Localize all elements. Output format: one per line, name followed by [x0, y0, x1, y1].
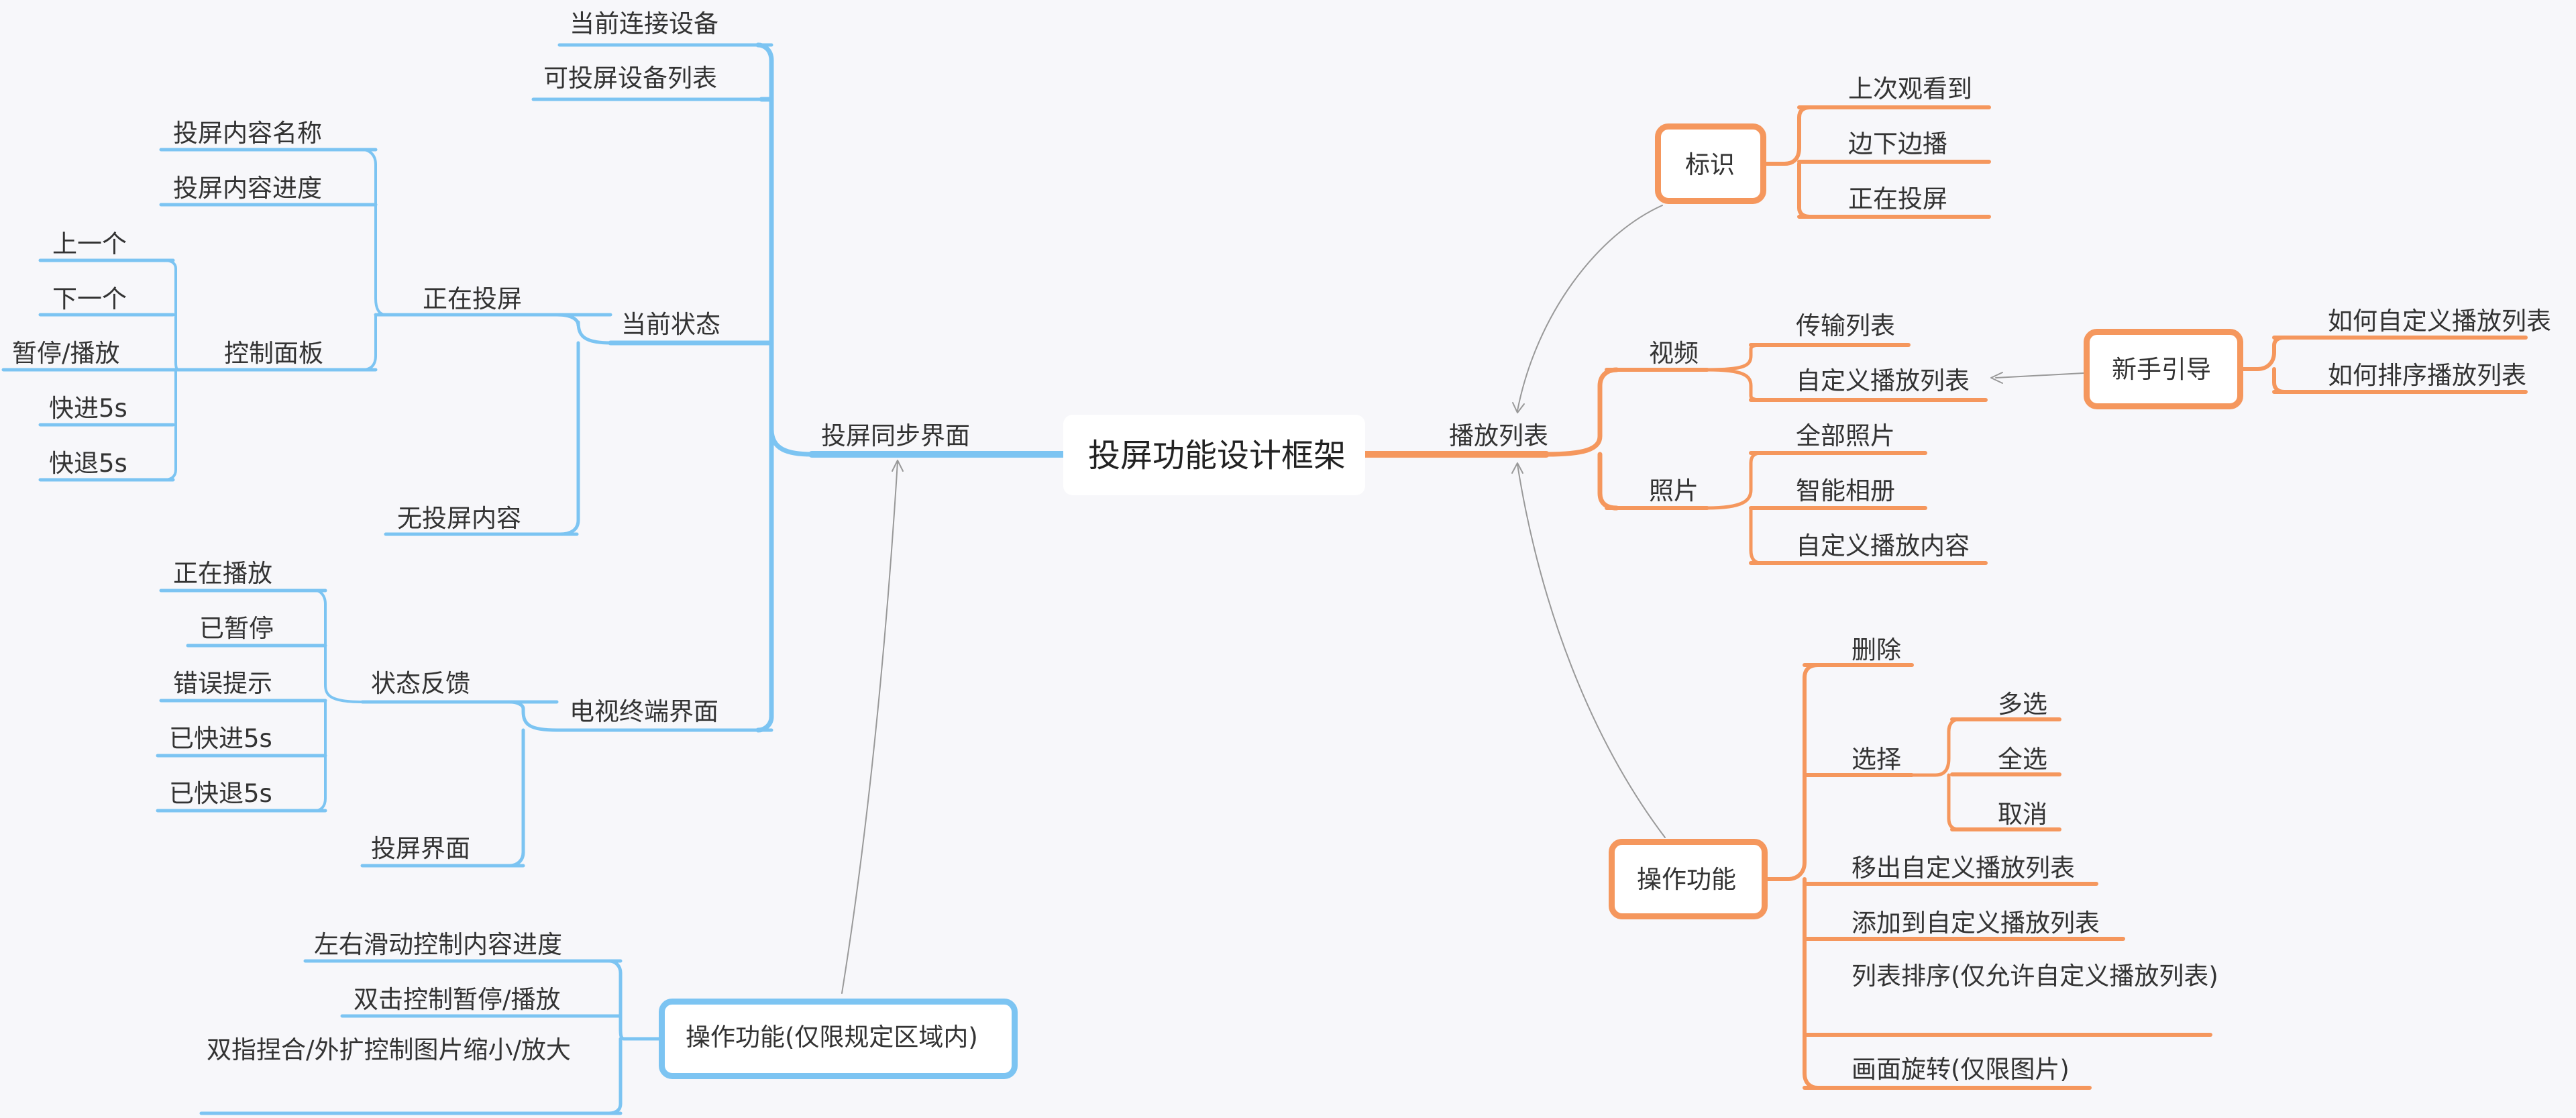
select-all-node[interactable]: 全选	[1998, 745, 2047, 774]
left-trunk-up	[755, 42, 814, 457]
photo-node[interactable]: 照片	[1649, 476, 1699, 505]
mark-br-down	[1797, 162, 1812, 219]
mark-br-up	[1764, 105, 1812, 166]
guide-box[interactable]	[2084, 329, 2243, 409]
pinch-zoom-node[interactable]: 双指捏合/外扩控制图片缩小/放大	[207, 1035, 571, 1064]
current-status-node[interactable]: 当前状态	[621, 310, 720, 339]
right-ops-label: 操作功能	[1637, 865, 1736, 894]
cast-content-progress-node[interactable]: 投屏内容进度	[173, 174, 322, 203]
error-prompt-node[interactable]: 错误提示	[173, 669, 272, 698]
delete-node[interactable]: 删除	[1851, 636, 1901, 664]
relation-mark-to-playlist	[1517, 205, 1663, 411]
relation-ops-to-playlist	[1517, 464, 1666, 838]
no-cast-content-node[interactable]: 无投屏内容	[397, 504, 521, 533]
last-watched-node[interactable]: 上次观看到	[1848, 74, 1972, 103]
lops-br-down	[607, 1037, 623, 1115]
casting-br-down	[361, 313, 377, 371]
status-br-down	[558, 341, 580, 536]
root-node-label: 投屏功能设计框架	[1088, 437, 1346, 474]
left-ops-box[interactable]	[659, 999, 1018, 1079]
status-br-up	[555, 313, 612, 345]
video-br-up	[1705, 343, 1763, 372]
transfer-list-node[interactable]: 传输列表	[1796, 311, 1895, 340]
next-node[interactable]: 下一个	[52, 285, 127, 313]
photo-br-down	[1749, 506, 1763, 565]
rewound-5s-node[interactable]: 已快退5s	[169, 779, 272, 808]
guide-br-up	[2241, 336, 2286, 371]
right-ops-box[interactable]	[1609, 839, 1768, 919]
current-connected-device-node[interactable]: 当前连接设备	[570, 9, 718, 38]
how-custom-playlist-node[interactable]: 如何自定义播放列表	[2328, 307, 2551, 336]
casting-node[interactable]: 正在投屏	[423, 285, 522, 313]
tv-terminal-interface-node[interactable]: 电视终端界面	[570, 697, 718, 726]
cast-screen-node[interactable]: 投屏界面	[371, 834, 470, 863]
smart-album-node[interactable]: 智能相册	[1796, 476, 1895, 505]
arrowhead-ops	[1511, 462, 1523, 474]
now-playing-node[interactable]: 正在播放	[173, 559, 272, 588]
previous-node[interactable]: 上一个	[52, 230, 127, 258]
screen-sync-interface-node[interactable]: 投屏同步界面	[821, 421, 970, 450]
paused-node[interactable]: 已暂停	[199, 614, 274, 643]
custom-content-node[interactable]: 自定义播放内容	[1796, 531, 1970, 560]
select-br-up	[1910, 717, 1961, 777]
mark-box[interactable]	[1655, 123, 1766, 204]
rops-br-down	[1803, 877, 1820, 1090]
playlist-node[interactable]: 播放列表	[1449, 421, 1548, 450]
guide-br-down	[2272, 367, 2286, 394]
rotate-picture-node[interactable]: 画面旋转(仅限图片)	[1851, 1055, 2070, 1084]
cast-content-name-node[interactable]: 投屏内容名称	[173, 119, 322, 148]
rops-br-up	[1766, 663, 1820, 881]
video-node[interactable]: 视频	[1649, 339, 1699, 368]
tv-br-down	[508, 728, 525, 868]
vp-br-down	[1597, 452, 1619, 511]
video-br-down	[1705, 368, 1763, 402]
root-node-box[interactable]	[1063, 415, 1365, 495]
vp-br-up	[1544, 367, 1619, 457]
swipe-progress-node[interactable]: 左右滑动控制内容进度	[314, 930, 562, 959]
pause-play-node[interactable]: 暂停/播放	[12, 339, 120, 368]
casting-br-up	[361, 148, 387, 316]
add-to-playlist-node[interactable]: 添加到自定义播放列表	[1851, 909, 2100, 937]
cp-br-down	[163, 368, 177, 481]
rops-br-ticks	[1803, 773, 1817, 1037]
how-sort-playlist-node[interactable]: 如何排序播放列表	[2328, 361, 2526, 390]
sort-list-node[interactable]: 列表排序(仅允许自定义播放列表)	[1851, 962, 2218, 990]
arrowhead-guide	[1990, 372, 2003, 384]
mark-label: 标识	[1685, 150, 1735, 179]
custom-playlist-node[interactable]: 自定义播放列表	[1796, 366, 1970, 395]
tv-br-up	[508, 700, 559, 732]
all-photos-node[interactable]: 全部照片	[1796, 421, 1895, 450]
stream-while-download-node[interactable]: 边下边播	[1848, 130, 1947, 158]
remove-from-playlist-node[interactable]: 移出自定义播放列表	[1851, 854, 2075, 882]
cancel-node[interactable]: 取消	[1998, 800, 2047, 829]
multi-select-node[interactable]: 多选	[1998, 690, 2047, 719]
photo-br-up	[1705, 451, 1763, 510]
select-br-down	[1947, 773, 1961, 831]
rewind-5s-node[interactable]: 快退5s	[49, 449, 127, 478]
arrowhead-left-ops	[892, 460, 904, 472]
status-feedback-node[interactable]: 状态反馈	[371, 669, 470, 698]
fb-br-up	[314, 589, 364, 703]
relation-guide-to-custom	[1995, 372, 2084, 378]
left-ops-label: 操作功能(仅限规定区域内)	[686, 1023, 978, 1052]
forward-5s-node[interactable]: 快进5s	[49, 394, 127, 423]
forwarded-5s-node[interactable]: 已快进5s	[169, 724, 272, 753]
fb-br-ticks	[314, 644, 327, 757]
left-trunk-down	[755, 413, 774, 733]
now-casting-node[interactable]: 正在投屏	[1848, 185, 1947, 213]
double-tap-node[interactable]: 双击控制暂停/播放	[354, 985, 561, 1014]
guide-label: 新手引导	[2112, 355, 2211, 384]
fb-br-down	[314, 701, 327, 812]
control-panel-node[interactable]: 控制面板	[224, 339, 323, 368]
castable-device-list-node[interactable]: 可投屏设备列表	[543, 64, 717, 93]
cp-br-ticks	[165, 313, 177, 426]
arrowhead-mark	[1512, 402, 1525, 413]
relation-left-ops-to-sync	[841, 461, 898, 994]
select-node[interactable]: 选择	[1851, 745, 1901, 774]
lops-br-up	[607, 959, 661, 1041]
